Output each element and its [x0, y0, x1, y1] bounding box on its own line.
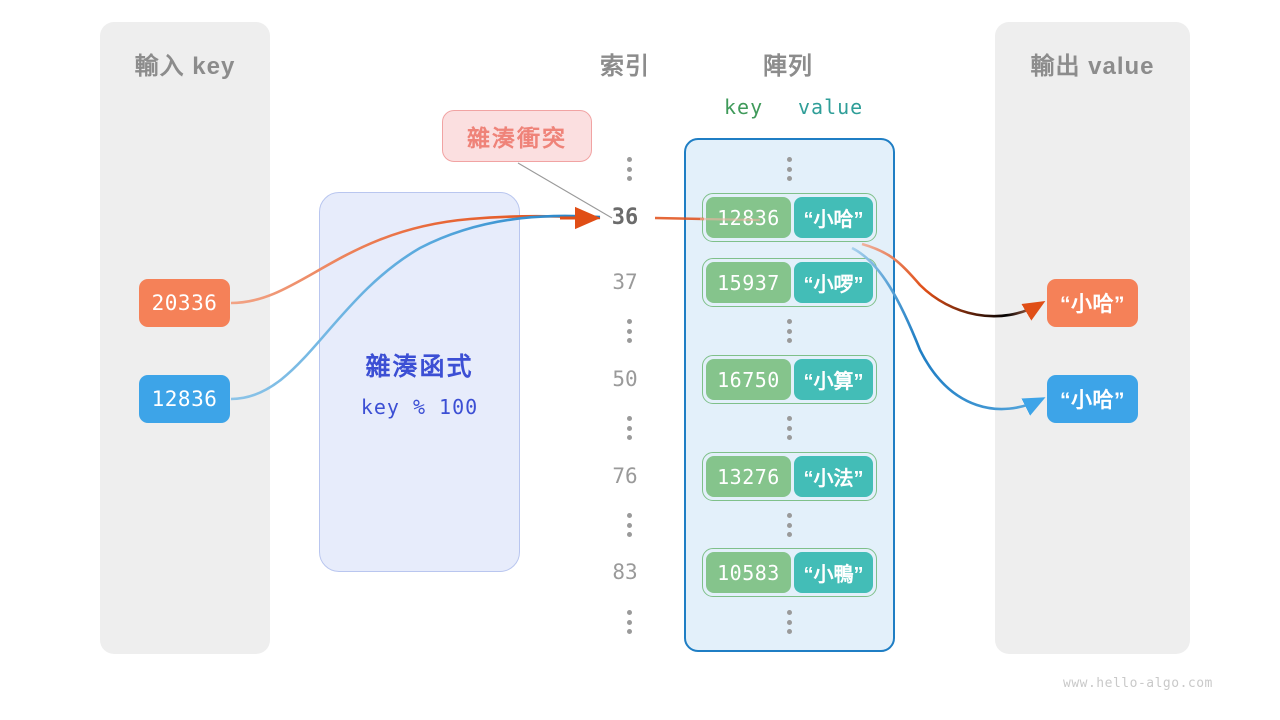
bucket-key-50: 16750	[706, 359, 791, 400]
array-column-heading: 陣列	[763, 53, 813, 80]
hash-function-formula: key % 100	[360, 395, 479, 419]
index-label-50: 50	[612, 367, 638, 391]
array-bucket-36[interactable]: 12836 “小哈”	[702, 193, 877, 242]
value-column-label: value	[798, 95, 864, 119]
output-value-chip-1[interactable]: “小哈”	[1047, 375, 1138, 423]
output-panel	[995, 22, 1190, 654]
hash-function-title: 雜湊函式	[365, 353, 474, 381]
output-panel-title: 輸出 value	[1030, 53, 1155, 80]
index-label-36: 36	[611, 205, 639, 230]
array-ellipsis-4	[782, 610, 796, 634]
watermark: www.hello-algo.com	[1063, 676, 1213, 691]
array-bucket-76[interactable]: 13276 “小法”	[702, 452, 877, 501]
input-key-chip-1[interactable]: 12836	[139, 375, 230, 423]
array-bucket-83[interactable]: 10583 “小鴨”	[702, 548, 877, 597]
output-value-chip-0[interactable]: “小哈”	[1047, 279, 1138, 327]
index-ellipsis-3	[622, 513, 636, 537]
array-ellipsis-1	[782, 319, 796, 343]
bucket-key-76: 13276	[706, 456, 791, 497]
index-ellipsis-0	[622, 157, 636, 181]
key-column-label: key	[724, 95, 764, 119]
index-label-76: 76	[612, 464, 638, 488]
bucket-value-37: “小啰”	[793, 262, 873, 303]
index-ellipsis-1	[622, 319, 636, 343]
array-bucket-37[interactable]: 15937 “小啰”	[702, 258, 877, 307]
bucket-value-76: “小法”	[793, 456, 873, 497]
bucket-key-37: 15937	[706, 262, 791, 303]
index-column-heading: 索引	[600, 53, 650, 80]
index-label-37: 37	[612, 270, 638, 294]
index-ellipsis-2	[622, 416, 636, 440]
input-key-chip-0[interactable]: 20336	[139, 279, 230, 327]
bucket-key-36: 12836	[706, 197, 791, 238]
bucket-value-50: “小算”	[793, 359, 873, 400]
collision-callout: 雜湊衝突	[442, 110, 592, 162]
input-panel	[100, 22, 270, 654]
bucket-value-36: “小哈”	[793, 197, 873, 238]
index-label-83: 83	[612, 560, 638, 584]
bucket-value-83: “小鴨”	[793, 552, 873, 593]
input-panel-title: 輸入 key	[134, 53, 236, 80]
array-ellipsis-0	[782, 157, 796, 181]
bucket-key-83: 10583	[706, 552, 791, 593]
index-ellipsis-4	[622, 610, 636, 634]
array-ellipsis-2	[782, 416, 796, 440]
array-bucket-50[interactable]: 16750 “小算”	[702, 355, 877, 404]
array-ellipsis-3	[782, 513, 796, 537]
